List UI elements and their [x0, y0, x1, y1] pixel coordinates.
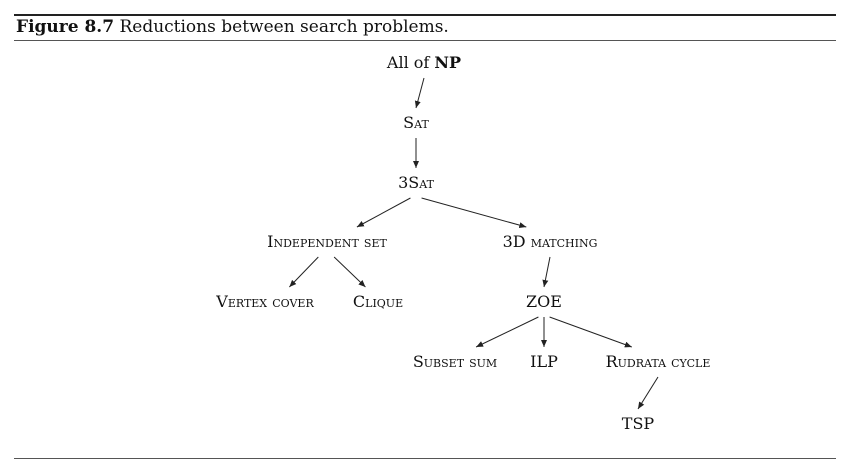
- arrow-zoe-to-rudrata_cycle: [549, 316, 632, 348]
- arrow-3sat-to-independent_set: [356, 197, 411, 228]
- node-clique: Clique: [352, 292, 404, 311]
- arrow-3d_matching-to-zoe: [542, 256, 551, 288]
- node-tsp: TSP: [621, 414, 655, 433]
- np-label: NP: [434, 53, 462, 72]
- arrow-independent_set-to-clique: [333, 256, 366, 288]
- node-vertex-cover: Vertex cover: [216, 292, 314, 311]
- arrow-zoe-to-subset_sum: [475, 316, 539, 348]
- node-3d-matching: 3D matching: [502, 232, 598, 251]
- figure-caption: Figure 8.7 Reductions between search pro…: [16, 16, 449, 38]
- np-prefix-label: All of: [386, 53, 435, 72]
- node-independent-set: Independent set: [267, 232, 387, 251]
- node-3sat: 3Sat: [398, 173, 434, 192]
- top-rule: [14, 14, 836, 16]
- node-subset-sum: Subset sum: [412, 352, 498, 371]
- figure-title: Reductions between search problems.: [119, 17, 449, 37]
- node-zoe: ZOE: [526, 292, 562, 311]
- node-rudrata-cycle: Rudrata cycle: [605, 352, 711, 371]
- figure-label: Figure 8.7: [16, 17, 115, 37]
- arrow-independent_set-to-vertex_cover: [289, 256, 319, 288]
- bottom-rule: [14, 458, 836, 459]
- arrow-rudrata_cycle-to-tsp: [637, 376, 659, 410]
- node-ilp: ILP: [530, 352, 558, 371]
- arrow-3sat-to-3d_matching: [421, 197, 527, 229]
- arrow-np-to-sat: [414, 77, 425, 109]
- node-sat: Sat: [403, 113, 429, 132]
- node-all-of-np: All of NP: [387, 53, 461, 73]
- caption-rule: [14, 40, 836, 41]
